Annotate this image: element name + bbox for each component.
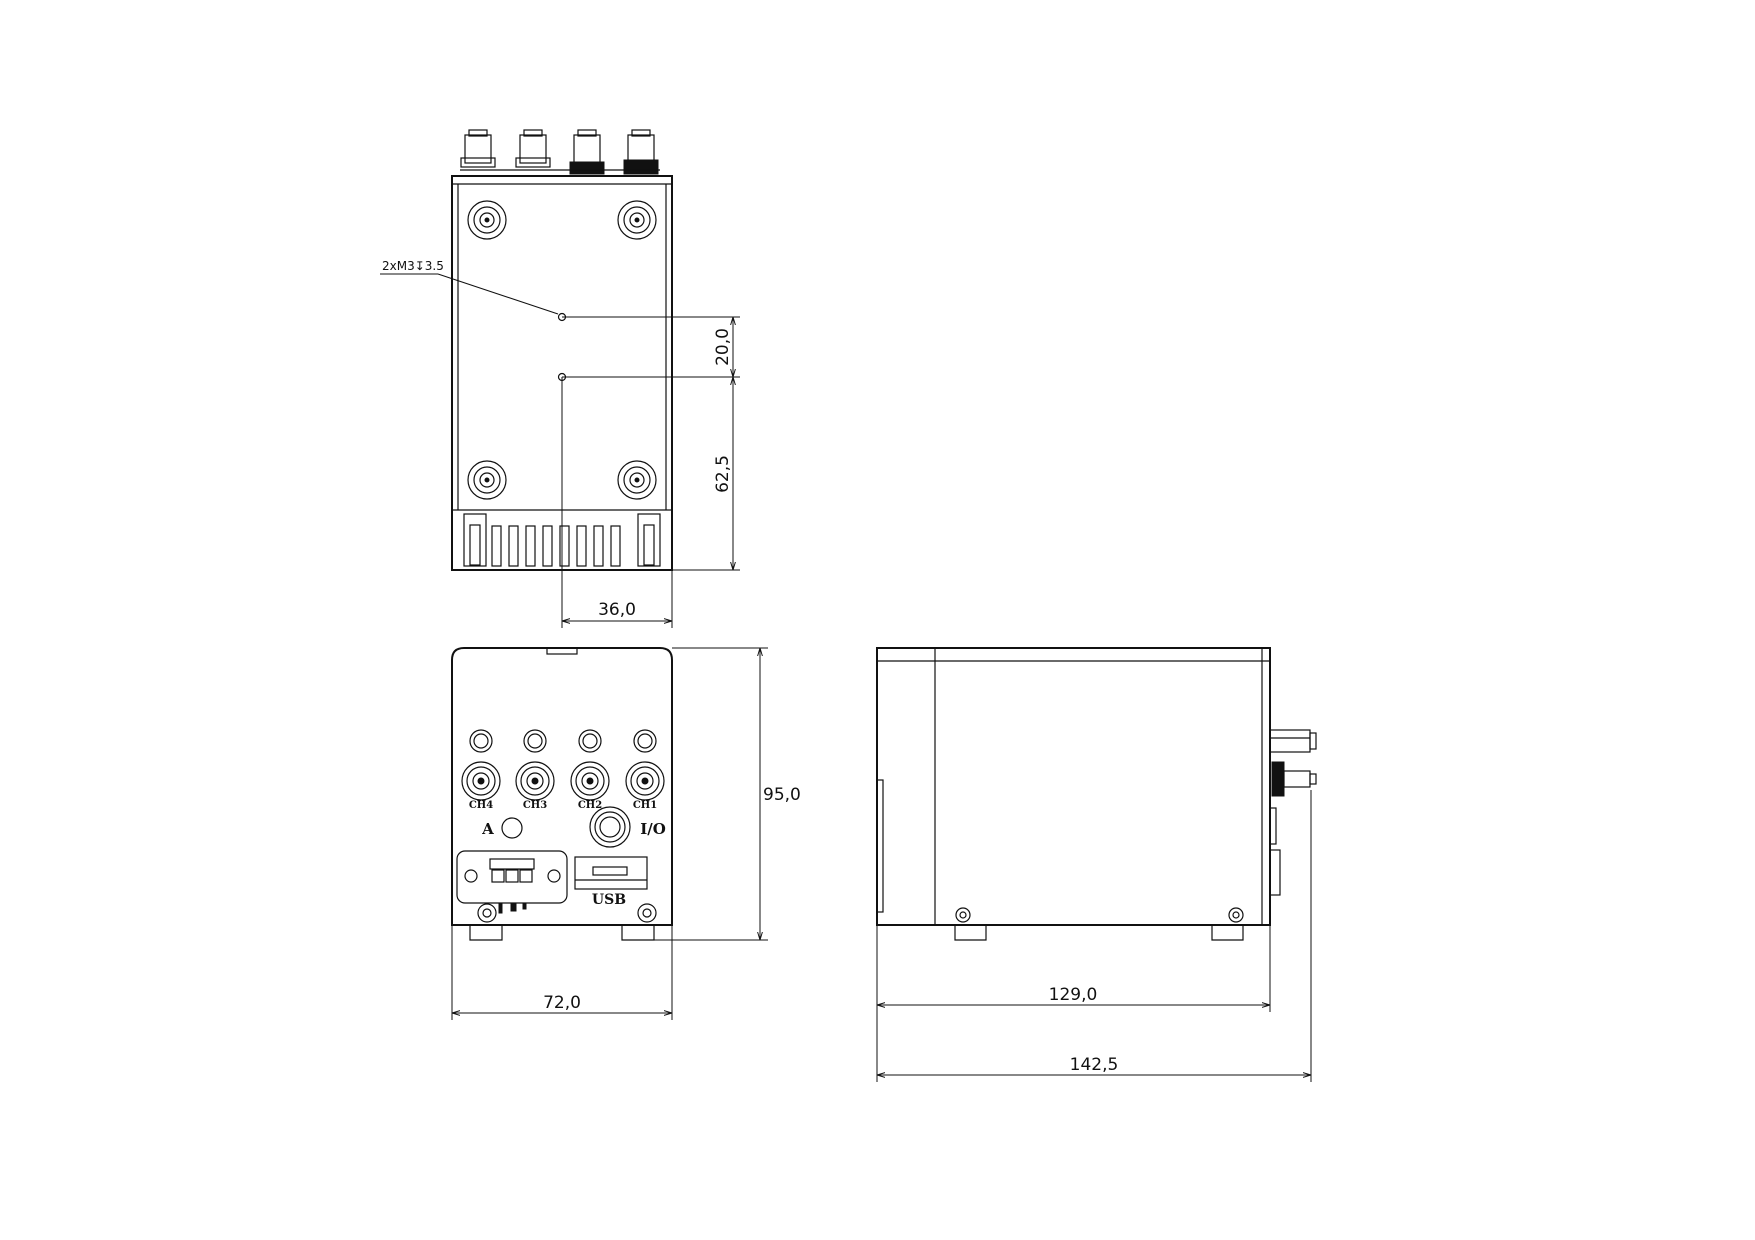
side-view-body bbox=[876, 647, 1271, 926]
top-bnc-connectors bbox=[460, 129, 660, 175]
dim-20: 20,0 bbox=[713, 328, 733, 366]
front-view: CH4 CH3 CH2 CH1 A I/O USB bbox=[451, 647, 801, 1020]
dim-129: 129,0 bbox=[1049, 985, 1098, 1005]
label-ch4: CH4 bbox=[469, 800, 493, 811]
hole-callout-text: 2xM3↧3.5 bbox=[382, 259, 444, 273]
label-ch1: CH1 bbox=[633, 800, 657, 811]
dim-142-5: 142,5 bbox=[1070, 1055, 1119, 1075]
label-ch2: CH2 bbox=[578, 800, 602, 811]
front-view-feet bbox=[469, 903, 657, 941]
label-usb: USB bbox=[592, 892, 626, 908]
dim-36: 36,0 bbox=[598, 600, 636, 620]
front-view-body bbox=[451, 647, 673, 926]
dim-62-5: 62,5 bbox=[713, 455, 733, 493]
top-view: 2xM3↧3.5 20,0 62,5 bbox=[380, 129, 740, 628]
dim-95: 95,0 bbox=[763, 785, 801, 805]
side-view-feet bbox=[954, 907, 1244, 941]
dim-72: 72,0 bbox=[543, 993, 581, 1013]
label-io: I/O bbox=[640, 820, 666, 838]
side-view: 129,0 142,5 bbox=[876, 647, 1317, 1082]
front-led-rings bbox=[469, 729, 657, 753]
usb-port bbox=[574, 856, 648, 890]
top-view-dimensions: 20,0 62,5 36,0 bbox=[561, 316, 740, 628]
terminal-block bbox=[456, 850, 568, 914]
label-a: A bbox=[481, 820, 494, 838]
top-view-feet bbox=[467, 200, 657, 500]
front-view-dimensions: 95,0 72,0 bbox=[451, 647, 801, 1020]
label-ch3: CH3 bbox=[523, 800, 547, 811]
a-button bbox=[501, 817, 523, 839]
cooling-fins bbox=[463, 513, 661, 567]
io-connector bbox=[589, 806, 631, 848]
side-connectors bbox=[1269, 729, 1317, 896]
front-bnc-connectors bbox=[461, 761, 665, 801]
side-view-dimensions: 129,0 142,5 bbox=[876, 790, 1312, 1082]
hole-callout: 2xM3↧3.5 bbox=[380, 259, 559, 315]
